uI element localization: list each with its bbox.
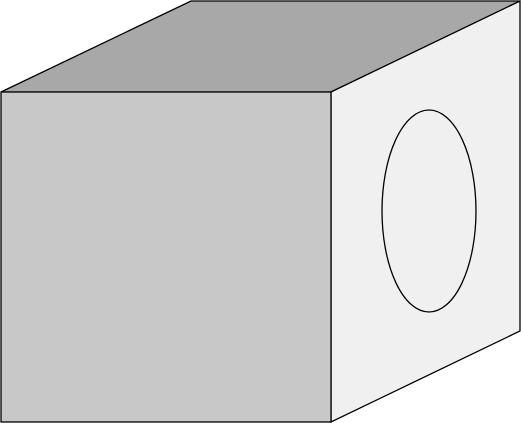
circular-hole-outline [381, 109, 477, 313]
cube-front-face [0, 91, 332, 423]
